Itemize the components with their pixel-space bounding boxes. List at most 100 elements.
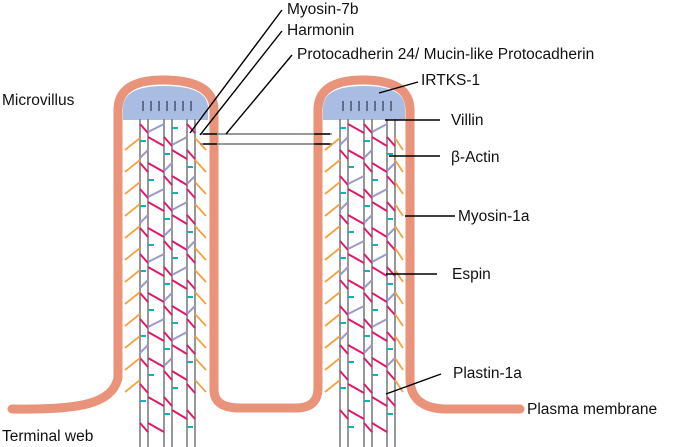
myosin-1a-arm (394, 181, 404, 195)
myosin-1a-arm (324, 203, 341, 217)
villin-link (163, 201, 173, 212)
villin-link (186, 279, 196, 290)
myosin-1a-arm (124, 225, 141, 239)
villin-link (363, 422, 373, 433)
villin-link (163, 266, 173, 277)
myosin-1a-arm (394, 269, 404, 283)
villin-link (147, 422, 165, 433)
villin-link (386, 136, 396, 147)
villin-link (163, 175, 173, 186)
villin-link (386, 175, 396, 186)
myosin-1a-arm (194, 181, 207, 195)
villin-link (339, 305, 349, 316)
plastin-link (171, 136, 188, 146)
villin-link (163, 396, 173, 407)
villin-link (186, 383, 196, 394)
villin-link (147, 201, 165, 212)
plastin-link (339, 136, 349, 146)
myosin-1a-arms (124, 137, 404, 393)
plastin-link (386, 227, 396, 237)
plastin-link (147, 188, 165, 198)
myosin-1a-arm (394, 225, 404, 239)
villin-link (171, 279, 188, 290)
label-microvillus: Microvillus (2, 92, 75, 109)
villin-link (363, 227, 373, 238)
villin-link (371, 357, 388, 368)
villin-link (386, 240, 396, 251)
villin-link (163, 240, 173, 251)
myosin-1a-arm (194, 357, 207, 371)
myosin-1a-arm (324, 291, 341, 305)
plastin-link (171, 201, 188, 211)
myosin-1a-arm (124, 181, 141, 195)
plastin-link (347, 240, 365, 250)
plastin-link (386, 292, 396, 302)
villin-link (371, 136, 388, 147)
crosslinkers (139, 123, 396, 433)
villin-link (339, 214, 349, 225)
plastin-link (339, 331, 349, 341)
label-beta-actin: β-Actin (451, 149, 500, 166)
label-plasma-membrane: Plasma membrane (527, 401, 657, 418)
myosin-1a-arm (324, 269, 341, 283)
plastin-link (139, 149, 149, 159)
myosin-1a-arm (194, 203, 207, 217)
villin-link (147, 357, 165, 368)
villin-link (371, 227, 388, 238)
myosin-1a-arm (194, 379, 207, 393)
plastin-link (163, 357, 173, 367)
villin-link (371, 422, 388, 433)
villin-link (139, 227, 149, 238)
myosin-1a-arm (324, 159, 341, 173)
villin-link (139, 383, 149, 394)
villin-link (171, 344, 188, 355)
villin-link (171, 175, 188, 186)
myosin-1a-arm (394, 137, 404, 151)
villin-link (347, 188, 365, 199)
villin-link (139, 188, 149, 199)
myosin-1a-arm (194, 335, 207, 349)
villin-link (171, 149, 188, 160)
villin-link (139, 253, 149, 264)
villin-link (347, 383, 365, 394)
villin-link (139, 123, 149, 134)
villin-link (139, 162, 149, 173)
villin-link (163, 136, 173, 147)
plastin-link (339, 201, 349, 211)
villin-link (339, 175, 349, 186)
villin-link (371, 201, 388, 212)
villin-link (186, 188, 196, 199)
tip-cap-right (323, 86, 405, 120)
villin-link (147, 227, 165, 238)
label-terminal-web: Terminal web (2, 428, 93, 445)
villin-link (363, 162, 373, 173)
villin-link (363, 383, 373, 394)
myosin-1a-arm (124, 357, 141, 371)
myosin-1a-arm (124, 247, 141, 261)
label-harmonin: Harmonin (287, 22, 354, 39)
villin-link (339, 149, 349, 160)
plastin-link (347, 175, 365, 185)
villin-link (163, 370, 173, 381)
myosin-1a-arm (324, 357, 341, 371)
villin-link (139, 422, 149, 433)
plastin-link (363, 344, 373, 354)
myosin-1a-arm (324, 335, 341, 349)
villin-link (147, 266, 165, 277)
myosin-1a-arm (324, 247, 341, 261)
villin-link (163, 305, 173, 316)
villin-link (171, 240, 188, 251)
plastin-link (163, 227, 173, 237)
plastin-link (147, 318, 165, 328)
irtks-ticks (142, 101, 392, 111)
myosin-1a-arm (394, 379, 404, 393)
myosin-1a-arm (324, 379, 341, 393)
plastin-link (371, 123, 388, 133)
pointer-protocadherin (225, 54, 293, 135)
plastin-link (363, 214, 373, 224)
plastin-link (371, 318, 388, 328)
villin-link (371, 331, 388, 342)
myosin-1a-arm (324, 225, 341, 239)
villin-link (186, 344, 196, 355)
